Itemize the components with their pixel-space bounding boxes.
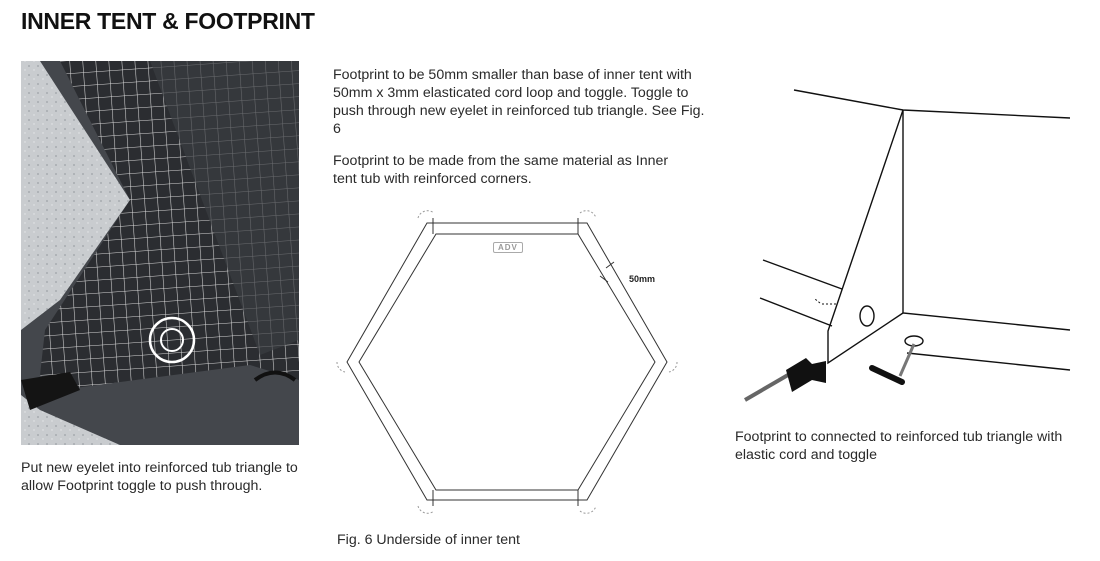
dimension-label: 50mm: [629, 274, 656, 284]
illustration-caption: Footprint to connected to reinforced tub…: [735, 429, 1063, 463]
figure-caption: Fig. 6 Underside of inner tent: [337, 532, 520, 548]
spec-text-material: Footprint to be made from the same mater…: [333, 153, 669, 187]
page-title: INNER TENT & FOOTPRINT: [21, 8, 315, 34]
spec-text-size: Footprint to be 50mm smaller than base o…: [333, 67, 705, 137]
photo-caption: Put new eyelet into reinforced tub trian…: [21, 460, 298, 494]
adv-logo: ADV: [493, 242, 523, 253]
